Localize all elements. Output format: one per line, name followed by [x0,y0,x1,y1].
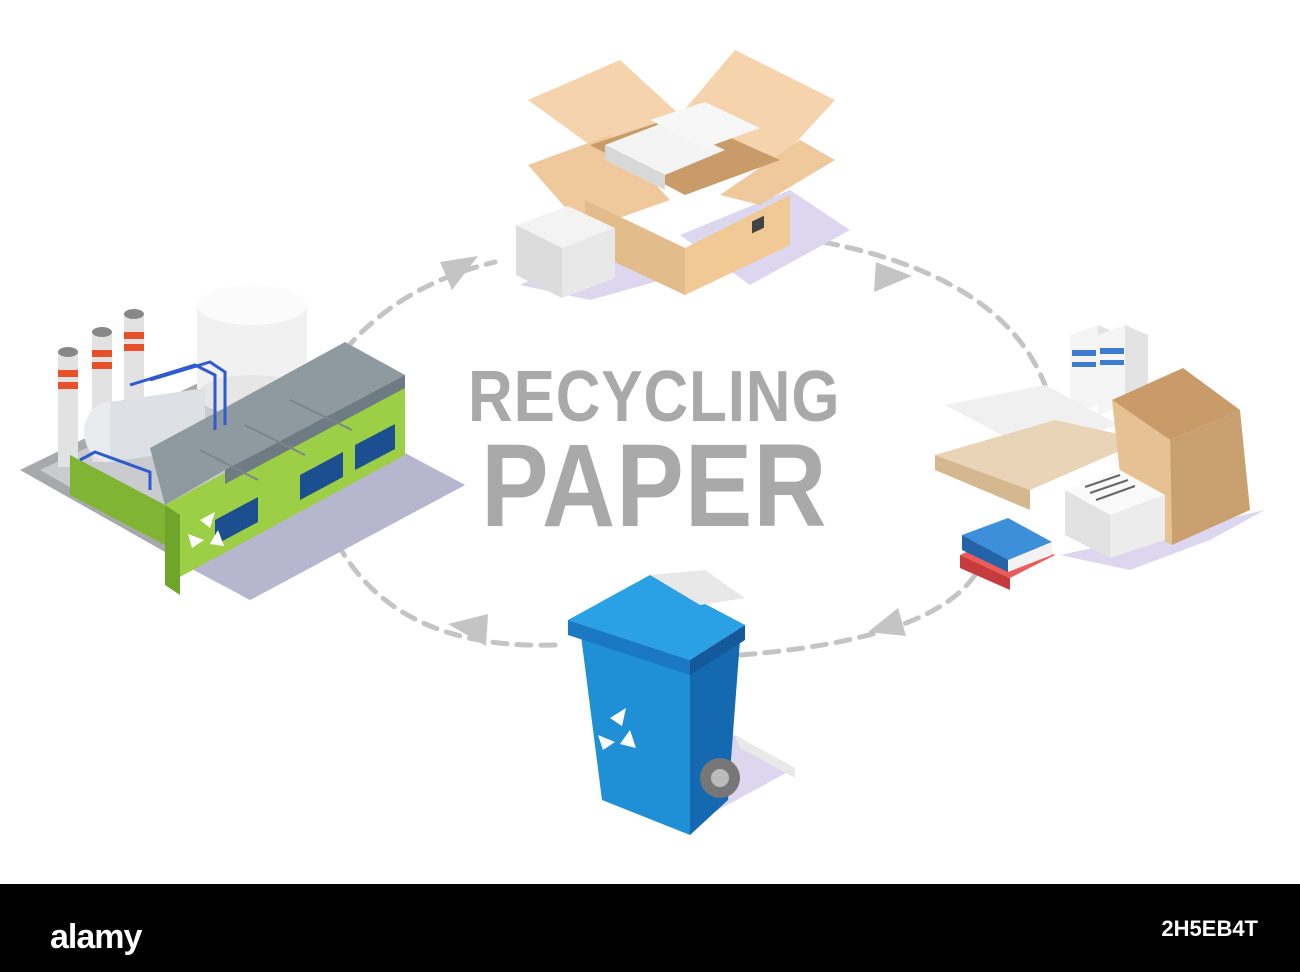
paper-waste-icon [935,325,1265,590]
arrow-heads [440,256,912,646]
arrow-box-to-waste [797,235,1048,388]
recycle-symbol-icon [598,708,636,750]
factory-icon [20,285,465,600]
arrow-bin-to-factory [337,545,558,648]
title-line-2: PAPER [480,420,828,552]
arrow-waste-to-bin [737,572,978,658]
arrow-factory-to-box [342,259,498,353]
arrowhead-1 [440,256,478,290]
arrowhead-2 [874,262,912,292]
box-of-paper-icon [516,50,850,300]
footer-bar [0,884,1300,972]
image-id: 2H5EB4T [1161,916,1258,941]
arrowhead-4 [448,614,488,646]
arrowhead-3 [868,608,906,636]
recycle-bin-icon [568,570,795,835]
brand-logo: alamy [50,918,142,956]
recycle-symbol-icon [188,512,224,548]
title-line-1: RECYCLING [467,357,841,437]
